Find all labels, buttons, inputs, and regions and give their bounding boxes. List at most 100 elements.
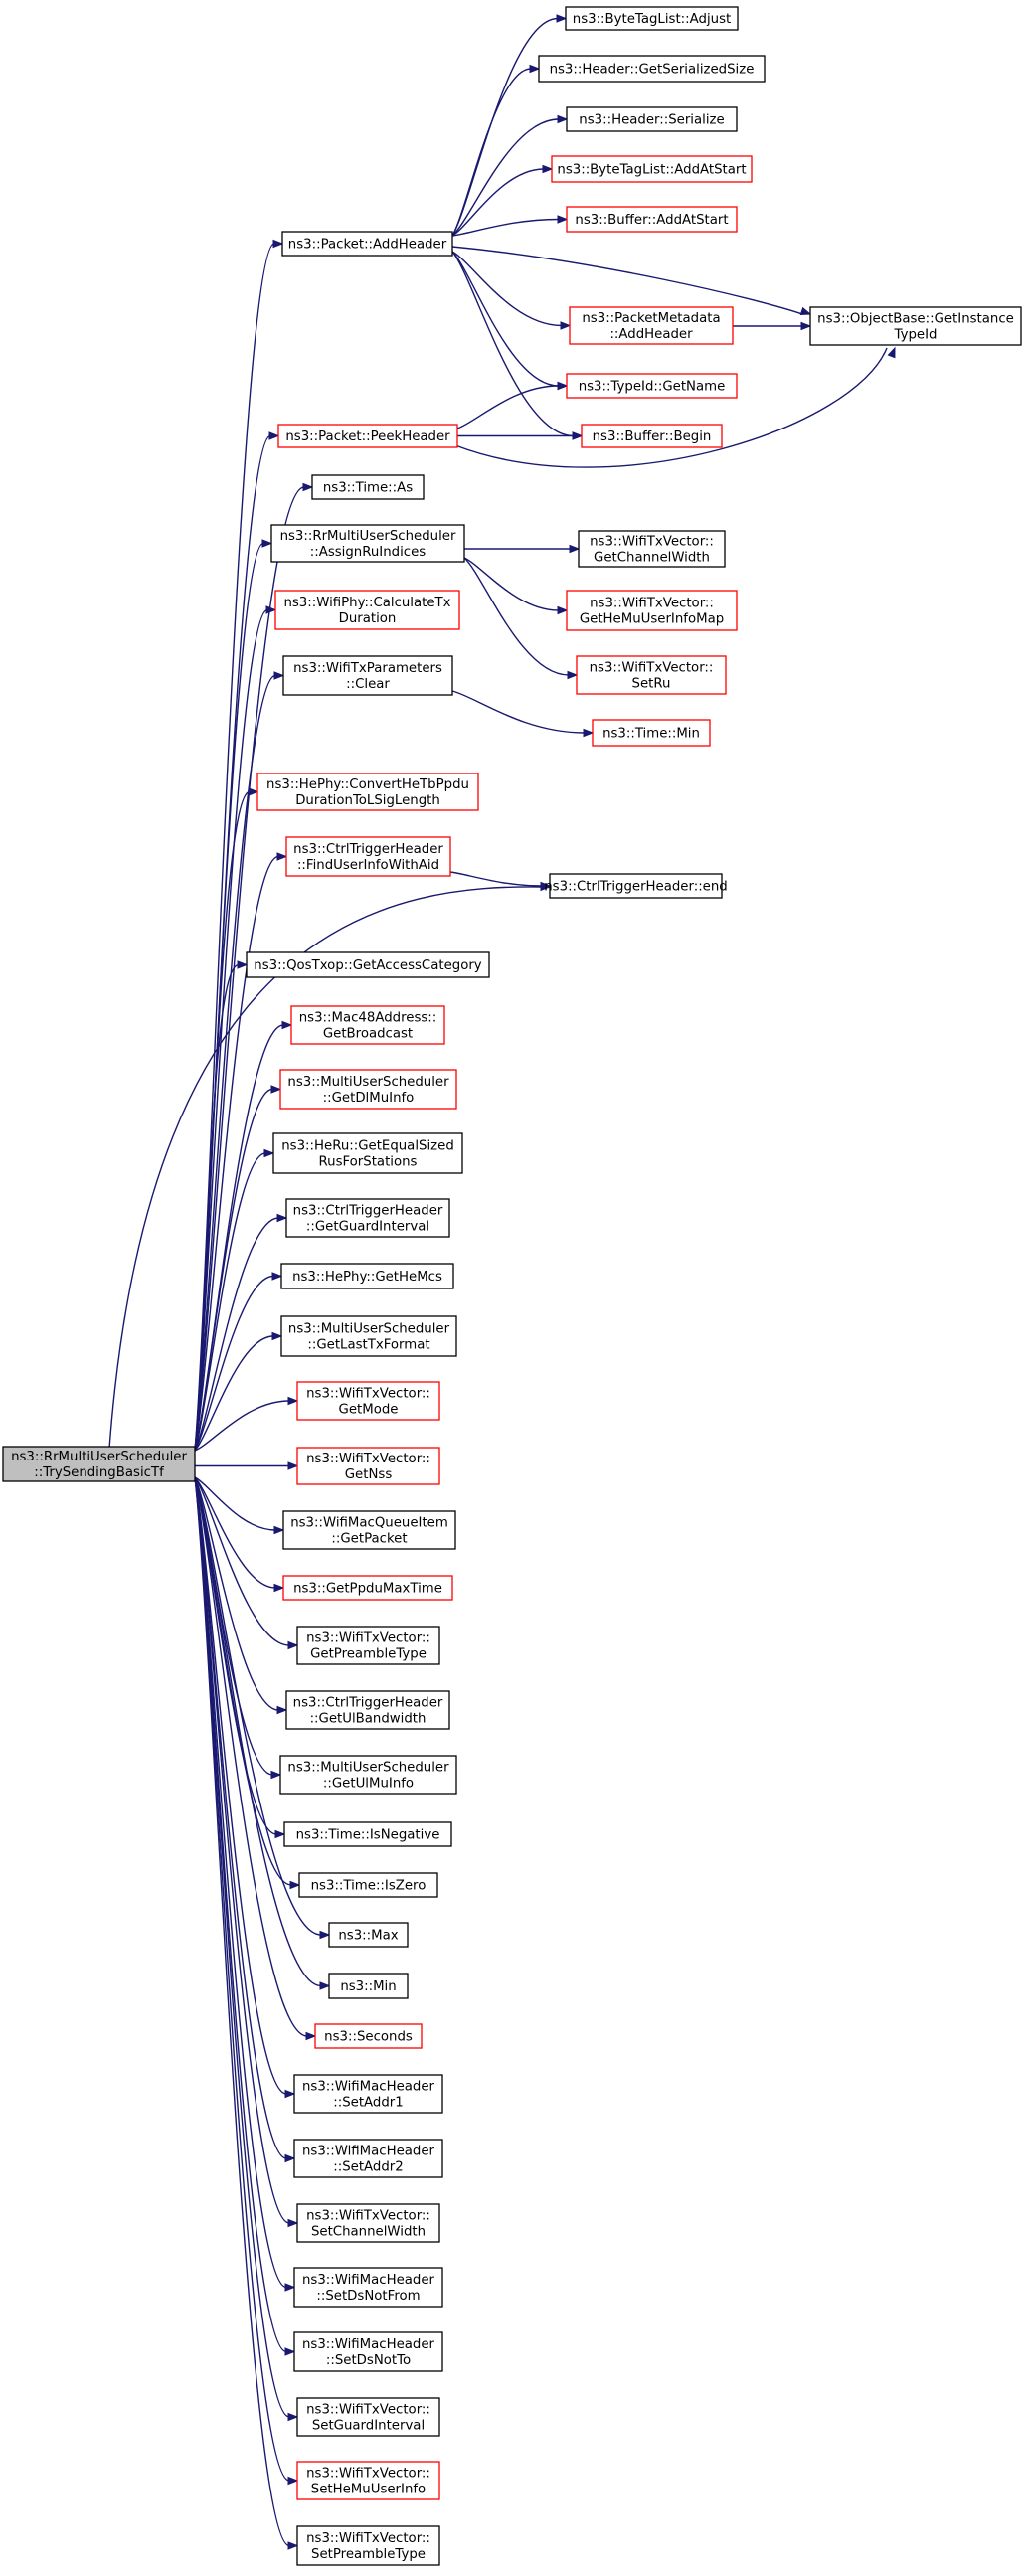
- node-label: GetHeMuUserInfoMap: [580, 612, 724, 627]
- node-wifitxparameters-clear[interactable]: ns3::WifiTxParameters::Clear: [282, 655, 453, 696]
- node-wifimacheader-setaddr1[interactable]: ns3::WifiMacHeader::SetAddr1: [293, 2074, 443, 2114]
- node-box: [298, 1872, 438, 1898]
- node-label: ::AddHeader: [609, 327, 693, 342]
- call-edge: [451, 251, 560, 387]
- node-box: [274, 590, 460, 630]
- node-wifimacheader-setdsnotfrom[interactable]: ns3::WifiMacHeader::SetDsNotFrom: [293, 2267, 443, 2308]
- node-wifitxvector-getnss[interactable]: ns3::WifiTxVector::GetNss: [296, 1447, 440, 1485]
- node-ctrltriggerheader-finduserinfowithaid[interactable]: ns3::CtrlTriggerHeader::FindUserInfoWith…: [285, 836, 451, 877]
- node-box: [290, 1005, 445, 1045]
- node-box: [566, 590, 738, 631]
- call-edge: [451, 118, 560, 237]
- node-ctrltriggerheader-end[interactable]: ns3::CtrlTriggerHeader::end: [544, 873, 728, 899]
- call-edge: [194, 1476, 290, 2547]
- node-wifitxvector-setchannelwidth[interactable]: ns3::WifiTxVector::SetChannelWidth: [296, 2203, 440, 2243]
- node-label: ns3::Time::IsZero: [311, 1879, 427, 1894]
- node-label: GetPreambleType: [310, 1647, 427, 1662]
- node-qostxop-getaccesscategory[interactable]: ns3::QosTxop::GetAccessCategory: [246, 951, 490, 978]
- node-hephy-gethemcs[interactable]: ns3::HePhy::GetHeMcs: [280, 1263, 454, 1289]
- call-edge-arrowhead: [800, 321, 812, 331]
- node-root[interactable]: ns3::RrMultiUserScheduler::TrySendingBas…: [2, 1446, 196, 1482]
- call-edge-arrowhead: [569, 544, 581, 554]
- node-label: SetRu: [632, 677, 671, 692]
- node-wifitxvector-setru[interactable]: ns3::WifiTxVector::SetRu: [576, 655, 727, 695]
- call-edge-arrowhead: [542, 164, 554, 174]
- node-assignruindices[interactable]: ns3::RrMultiUserScheduler::AssignRuIndic…: [270, 524, 465, 563]
- node-wifitxvector-getpreambletype[interactable]: ns3::WifiTxVector::GetPreambleType: [296, 1626, 440, 1665]
- node-max[interactable]: ns3::Max: [328, 1922, 409, 1948]
- node-label: ns3::WifiPhy::CalculateTx: [283, 596, 450, 610]
- node-wifimacheader-setaddr2[interactable]: ns3::WifiMacHeader::SetAddr2: [293, 2139, 443, 2178]
- node-label: ns3::WifiTxVector::: [306, 2531, 430, 2546]
- node-time-min[interactable]: ns3::Time::Min: [592, 719, 711, 747]
- node-label: ::SetAddr2: [333, 2160, 403, 2175]
- node-header-getserializedsize[interactable]: ns3::Header::GetSerializedSize: [538, 55, 766, 83]
- node-time-as[interactable]: ns3::Time::As: [311, 474, 425, 500]
- node-wifimacheader-setdsnotto[interactable]: ns3::WifiMacHeader::SetDsNotTo: [293, 2331, 443, 2372]
- node-label: ns3::RrMultiUserScheduler: [280, 529, 456, 544]
- node-ctrltriggerheader-getulbandwidth[interactable]: ns3::CtrlTriggerHeader::GetUlBandwidth: [285, 1690, 450, 1730]
- node-box: [272, 1132, 463, 1174]
- node-label: ns3::TypeId::GetName: [579, 380, 726, 395]
- node-bytetaglist-adjust[interactable]: ns3::ByteTagList::Adjust: [565, 6, 739, 31]
- node-typeid-getname[interactable]: ns3::TypeId::GetName: [566, 373, 738, 399]
- node-packet-peekheader[interactable]: ns3::Packet::PeekHeader: [277, 424, 458, 448]
- node-ctrltriggerheader-getguardinterval[interactable]: ns3::CtrlTriggerHeader::GetGuardInterval: [285, 1198, 450, 1238]
- call-edge: [194, 1476, 276, 1589]
- call-edge: [194, 855, 279, 1452]
- node-header-serialize[interactable]: ns3::Header::Serialize: [566, 106, 738, 132]
- node-multiuserscheduler-getulmuinfo[interactable]: ns3::MultiUserScheduler::GetUlMuInfo: [279, 1755, 457, 1795]
- node-hephy-convertduration[interactable]: ns3::HePhy::ConvertHeTbPpduDurationToLSi…: [256, 773, 479, 811]
- node-wifitxvector-gethemuuserinfomap[interactable]: ns3::WifiTxVector::GetHeMuUserInfoMap: [566, 590, 738, 631]
- node-label: ns3::CtrlTriggerHeader: [293, 842, 443, 857]
- node-box: [281, 231, 453, 257]
- node-wifitxvector-setguardinterval[interactable]: ns3::WifiTxVector::SetGuardInterval: [296, 2397, 440, 2437]
- node-box: [293, 2331, 443, 2372]
- node-label: ns3::WifiTxParameters: [293, 661, 442, 676]
- node-box: [809, 306, 1022, 346]
- node-wifitxvector-sethemuuserinfo[interactable]: ns3::WifiTxVector::SetHeMuUserInfo: [296, 2461, 440, 2500]
- node-wifitxvector-getchannelwidth[interactable]: ns3::WifiTxVector::GetChannelWidth: [578, 530, 726, 568]
- node-box: [296, 1626, 440, 1665]
- node-label: ns3::Buffer::AddAtStart: [575, 213, 728, 228]
- node-packet-addheader[interactable]: ns3::Packet::AddHeader: [281, 231, 453, 257]
- node-label: ns3::HePhy::GetHeMcs: [292, 1270, 442, 1285]
- node-bytetaglist-addatstart[interactable]: ns3::ByteTagList::AddAtStart: [551, 155, 753, 183]
- node-label: ns3::WifiTxVector::: [306, 1452, 430, 1466]
- node-wifitxvector-getmode[interactable]: ns3::WifiTxVector::GetMode: [296, 1381, 440, 1421]
- node-label: ns3::MultiUserScheduler: [287, 1761, 449, 1776]
- node-wifitxvector-setpreambletype[interactable]: ns3::WifiTxVector::SetPreambleType: [296, 2525, 440, 2566]
- call-edge-arrowhead: [556, 14, 568, 23]
- node-multiuserscheduler-getdlmuinfo[interactable]: ns3::MultiUserScheduler::GetDlMuInfo: [279, 1069, 457, 1110]
- node-box: [283, 1821, 452, 1847]
- node-label: ns3::CtrlTriggerHeader: [293, 1696, 443, 1711]
- node-label: ns3::Buffer::Begin: [593, 429, 712, 444]
- call-edge-arrowhead: [284, 2089, 296, 2099]
- node-box: [282, 1575, 453, 1601]
- node-min[interactable]: ns3::Min: [328, 1973, 409, 1999]
- node-wifimacqueueitem-getpacket[interactable]: ns3::WifiMacQueueItem::GetPacket: [282, 1510, 456, 1550]
- node-packetmetadata-addheader[interactable]: ns3::PacketMetadata::AddHeader: [569, 306, 734, 345]
- node-time-iszero[interactable]: ns3::Time::IsZero: [298, 1872, 438, 1898]
- node-buffer-begin[interactable]: ns3::Buffer::Begin: [581, 424, 723, 448]
- node-buffer-addatstart[interactable]: ns3::Buffer::AddAtStart: [566, 206, 738, 233]
- call-edge-arrowhead: [557, 381, 569, 391]
- node-seconds[interactable]: ns3::Seconds: [314, 2023, 423, 2049]
- node-box: [296, 2203, 440, 2243]
- node-label: SetHeMuUserInfo: [311, 2483, 426, 2497]
- node-box: [581, 424, 723, 448]
- node-mac48address-getbroadcast[interactable]: ns3::Mac48Address::GetBroadcast: [290, 1005, 445, 1045]
- node-label: ns3::HePhy::ConvertHeTbPpdu: [266, 777, 469, 792]
- call-edge: [449, 871, 543, 887]
- node-multiuserscheduler-getlasttxformat[interactable]: ns3::MultiUserScheduler::GetLastTxFormat: [280, 1315, 457, 1357]
- node-label: ns3::WifiTxVector::: [306, 1631, 430, 1646]
- node-label: ::GetDlMuInfo: [323, 1091, 415, 1106]
- call-edge-arrowhead: [287, 1640, 299, 1650]
- node-label: ns3::Time::IsNegative: [296, 1828, 440, 1843]
- node-time-isnegative[interactable]: ns3::Time::IsNegative: [283, 1821, 452, 1847]
- node-getppdumaxtime[interactable]: ns3::GetPpduMaxTime: [282, 1575, 453, 1601]
